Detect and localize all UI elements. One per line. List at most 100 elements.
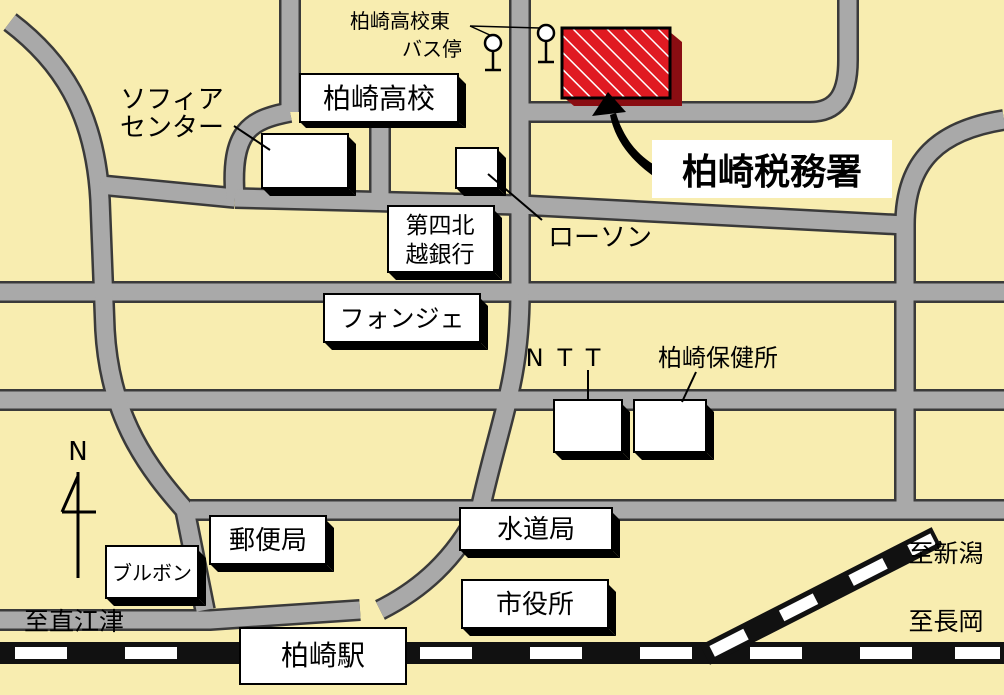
building-health-center xyxy=(633,399,714,460)
bus-stop-icons xyxy=(469,23,556,72)
building-lawson xyxy=(455,147,506,196)
building-shadow xyxy=(458,76,466,128)
label-waterworks: 水道局 xyxy=(497,515,575,545)
road-central xyxy=(376,0,529,618)
leader-line-bus xyxy=(469,25,541,29)
road-west xyxy=(4,15,214,612)
building-shadow xyxy=(106,598,206,606)
building-shadow xyxy=(262,188,356,196)
leader-line-bus xyxy=(469,25,493,37)
building-waterworks xyxy=(459,507,620,558)
building-shadow xyxy=(460,550,620,558)
building-shadow xyxy=(480,298,488,350)
leader-line-health xyxy=(681,371,697,403)
railway-branch xyxy=(700,527,942,665)
road-fills xyxy=(0,0,1004,629)
north-arrow-icon xyxy=(60,472,96,578)
building-box xyxy=(633,399,707,453)
building-box xyxy=(209,515,327,565)
road-ne xyxy=(896,111,1004,226)
rail-tie xyxy=(640,647,692,659)
building-high-school xyxy=(299,73,466,128)
label-city-hall: 市役所 xyxy=(496,590,574,620)
rail-tie xyxy=(125,647,177,659)
label-fonje: フォンジェ xyxy=(339,304,464,333)
leader-line-lawson xyxy=(487,173,543,221)
tax-office-label-panel xyxy=(652,140,892,198)
label-health-center: 柏崎保健所 xyxy=(658,344,778,372)
branch-tie xyxy=(709,628,749,657)
rail-tie xyxy=(15,647,67,659)
label-sofia-line1: ソフィア xyxy=(120,85,223,115)
label-bus-stop-line1: 柏崎高校東 xyxy=(350,9,450,33)
building-ntt xyxy=(553,399,630,460)
building-box xyxy=(261,133,349,189)
building-shadow xyxy=(348,136,356,196)
building-shadow xyxy=(494,210,502,280)
rail-tie xyxy=(955,647,1000,659)
pointer-arrow xyxy=(592,92,660,178)
label-to-niigata: 至新潟 xyxy=(908,539,983,568)
building-post-office xyxy=(209,515,334,572)
tax-office-side xyxy=(670,32,682,106)
label-post-office: 郵便局 xyxy=(229,526,307,556)
leader-line-sofia xyxy=(233,125,271,151)
building-box xyxy=(461,579,609,629)
building-daishi-bank xyxy=(387,205,502,280)
building-fonje xyxy=(323,293,488,350)
building-shadow xyxy=(210,564,334,572)
label-to-nagaoka: 至長岡 xyxy=(908,607,983,636)
building-shadow xyxy=(634,452,714,460)
label-bourbon: ブルボン xyxy=(112,561,192,585)
building-box xyxy=(105,545,199,599)
building-shadow xyxy=(388,272,502,280)
rail-tie xyxy=(750,647,802,659)
north-arrow-barb xyxy=(60,475,80,513)
rail-ties xyxy=(15,647,1000,659)
building-shadow xyxy=(612,512,620,558)
road-sofia-north xyxy=(225,103,292,199)
branch-tie xyxy=(907,533,936,556)
road-sofia xyxy=(99,176,236,207)
label-to-naoetsu: 至直江津 xyxy=(24,607,124,636)
pointer-arrow-body xyxy=(610,113,660,178)
label-daishi-line1: 第四北 xyxy=(406,213,475,239)
building-shadow xyxy=(706,404,714,460)
label-lawson: ローソン xyxy=(548,223,652,253)
building-sofia-center xyxy=(261,133,356,196)
label-daishi-line2: 越銀行 xyxy=(406,242,475,268)
building-shadow xyxy=(326,520,334,572)
road-naoetsu xyxy=(0,601,361,629)
building-shadow xyxy=(324,342,488,350)
bus-stop-icon xyxy=(536,23,556,43)
building-box xyxy=(459,507,613,551)
building-shadow xyxy=(608,584,616,636)
building-box xyxy=(455,147,499,189)
building-box xyxy=(553,399,623,453)
red-hatched-building-icon xyxy=(560,26,672,100)
tax-office-building xyxy=(560,26,682,106)
building-box xyxy=(323,293,481,343)
station-box xyxy=(239,627,407,685)
rail-tie xyxy=(530,647,582,659)
building-shadow xyxy=(456,188,506,196)
label-bus-stop-line2: バス停 xyxy=(402,37,462,61)
railway-main xyxy=(0,642,1004,664)
building-shadow xyxy=(622,404,630,460)
label-sofia-line2: センター xyxy=(120,113,224,143)
rail-tie xyxy=(860,647,912,659)
building-box xyxy=(387,205,495,273)
pointer-arrow-head-icon xyxy=(592,92,626,116)
label-station: 柏崎駅 xyxy=(281,639,365,672)
building-bourbon xyxy=(105,545,206,606)
branch-tie xyxy=(848,557,888,586)
building-city-hall xyxy=(461,579,616,636)
compass-label: N xyxy=(68,437,87,467)
building-shadow xyxy=(300,122,466,128)
building-shadow xyxy=(198,550,206,606)
label-ntt: NTT xyxy=(526,344,615,372)
tax-office-label: 柏崎税務署 xyxy=(682,152,862,193)
rail-tie xyxy=(420,647,472,659)
building-box xyxy=(299,73,459,123)
